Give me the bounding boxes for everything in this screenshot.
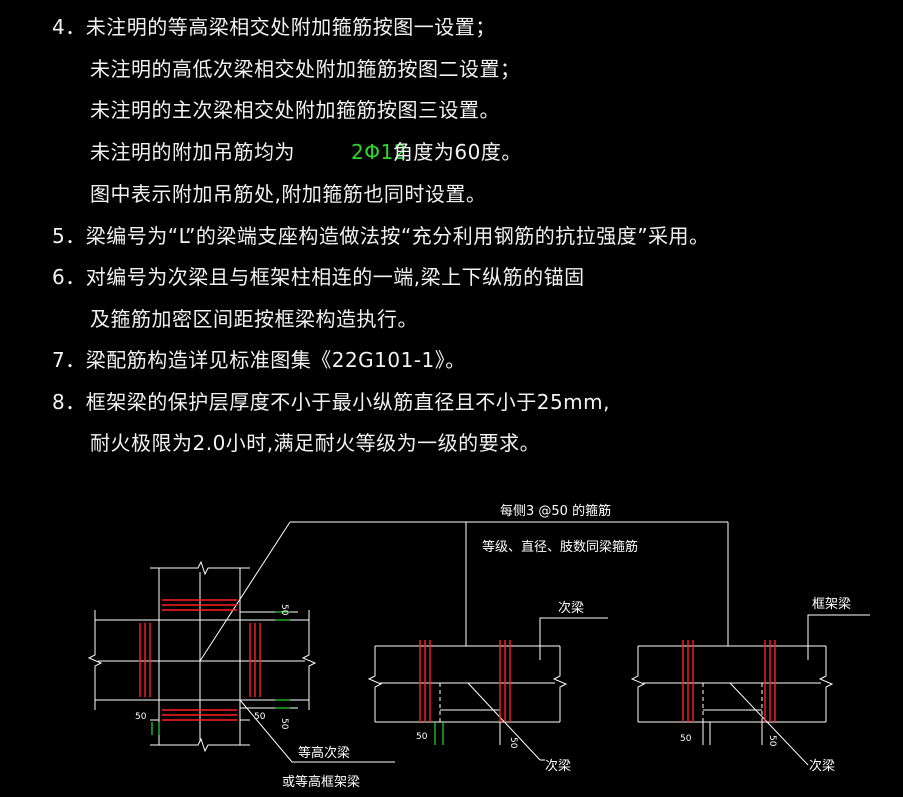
note-8-line-2: 耐火极限为2.0小时,满足耐火等级为一级的要求。 xyxy=(90,431,541,455)
fig3-dim-b: 50 xyxy=(767,735,777,747)
callout-line-1: 每侧3 @50 的箍筋 xyxy=(500,503,611,519)
figure-2-high-low-beams xyxy=(367,522,608,761)
fig2-dim-a: 50 xyxy=(416,732,428,742)
note-6-line-1: 6．对编号为次梁且与框架柱相连的一端,梁上下纵筋的锚固 xyxy=(52,265,585,289)
fig3-label-bottom: 次梁 xyxy=(809,758,835,774)
figure-3-main-secondary-beams xyxy=(630,522,870,766)
note-4-line-5: 图中表示附加吊筋处,附加箍筋也同时设置。 xyxy=(90,182,487,206)
fig1-dim-d: 50 xyxy=(254,712,266,722)
hanger-bar-spec: 2Φ12 xyxy=(351,140,407,164)
note-4-line-2: 未注明的高低次梁相交处附加箍筋按图二设置； xyxy=(90,57,521,81)
fig2-dim-b: 50 xyxy=(508,737,518,749)
note-4-line-1: 4．未注明的等高梁相交处附加箍筋按图一设置； xyxy=(52,15,496,39)
fig1-dim-c: 50 xyxy=(135,712,147,722)
note-8-line-1: 8．框架梁的保护层厚度不小于最小纵筋直径且不小于25mm, xyxy=(52,390,610,414)
note-4-line-4-pre: 未注明的附加吊筋均为 xyxy=(90,140,295,164)
fig3-dim-a: 50 xyxy=(680,734,692,744)
fig2-label-top: 次梁 xyxy=(558,600,584,616)
fig1-label-2: 或等高框架梁 xyxy=(282,774,360,790)
fig1-dim-a: 50 xyxy=(279,604,289,616)
fig1-dim-b: 50 xyxy=(279,718,289,730)
callout-line-2: 等级、直径、肢数同梁箍筋 xyxy=(482,539,638,555)
note-4-line-4-post: 角度为60度。 xyxy=(392,140,522,164)
fig2-label-bottom: 次梁 xyxy=(545,758,571,774)
fig3-label-top: 框架梁 xyxy=(812,597,851,612)
fig1-label-1: 等高次梁 xyxy=(298,745,350,761)
note-6-line-2: 及箍筋加密区间距按框梁构造执行。 xyxy=(90,307,418,331)
note-7: 7．梁配筋构造详见标准图集《22G101-1》。 xyxy=(52,348,466,372)
note-4-line-4: 未注明的附加吊筋均为 2Φ12角度为60度。 xyxy=(90,141,522,163)
note-5: 5．梁编号为“L”的梁端支座构造做法按“充分利用钢筋的抗拉强度”采用。 xyxy=(52,224,710,248)
figure-1-equal-beam-intersection xyxy=(87,521,728,763)
note-4-line-3: 未注明的主次梁相交处附加箍筋按图三设置。 xyxy=(90,98,500,122)
